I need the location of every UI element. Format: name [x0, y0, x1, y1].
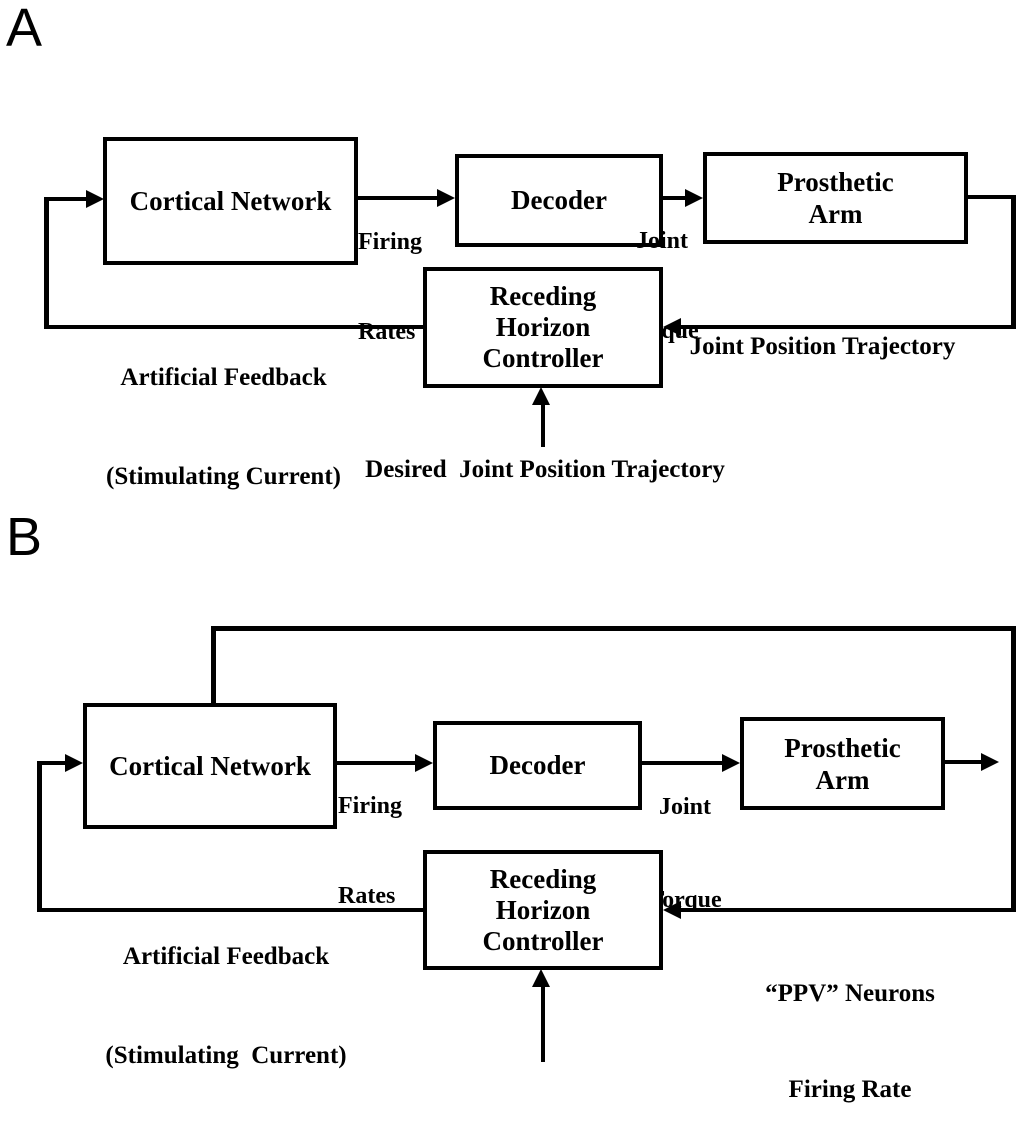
a-return-line — [681, 325, 1016, 329]
b-feedback-bottom-line — [37, 908, 423, 912]
b-decoder-label: Decoder — [489, 750, 586, 780]
b-right-loop-line — [1011, 626, 1016, 912]
b-prosthetic-arm-box: Prosthetic Arm — [740, 717, 945, 810]
a-desired-arrowhead-icon — [532, 387, 550, 405]
b-controller-box: Receding Horizon Controller — [423, 850, 663, 970]
b-firing-rates-label: Firing Rates — [338, 793, 402, 909]
a-cortical-network-box: Cortical Network — [103, 137, 358, 265]
b-feedback-vertical-line — [37, 761, 42, 912]
panel-b-label: B — [6, 507, 43, 567]
b-cortical-network-label: Cortical Network — [109, 750, 311, 781]
a-joint-position-trajectory-label: Joint Position Trajectory — [689, 333, 956, 360]
b-desired-input-line — [541, 985, 545, 1062]
a-decoder-box: Decoder — [455, 154, 663, 247]
a-return-arrowhead-icon — [663, 318, 681, 336]
a-prosthetic-arm-box: Prosthetic Arm — [703, 152, 968, 244]
a-firing-arrow-line — [357, 196, 441, 200]
b-desired-label: Desired “PPV” Neurons Firing Rate — [320, 1066, 770, 1138]
a-feedback-stub-line — [49, 197, 86, 201]
b-feedback-arrowhead-icon — [65, 754, 83, 772]
a-arm-out-line — [968, 195, 1015, 199]
a-right-loop-line — [1011, 195, 1016, 329]
b-arm-output-line — [945, 760, 985, 764]
a-torque-arrow-line — [663, 196, 689, 200]
b-ppv-neurons-label: “PPV” Neurons Firing Rate — [765, 980, 935, 1103]
b-return-line — [681, 908, 1016, 912]
b-desired-arrowhead-icon — [532, 969, 550, 987]
a-firing-rates-label: Firing Rates — [358, 229, 422, 345]
b-feedback-stub-line — [42, 761, 70, 765]
b-firing-arrow-line — [337, 761, 417, 765]
a-feedback-arrowhead-icon — [86, 190, 104, 208]
b-artificial-feedback-label: Artificial Feedback (Stimulating Current… — [105, 943, 347, 1069]
b-torque-arrowhead-icon — [722, 754, 740, 772]
b-firing-arrowhead-icon — [415, 754, 433, 772]
b-top-loop-horizontal-line — [211, 626, 1016, 631]
a-desired-input-line — [541, 403, 545, 447]
panel-a-label: A — [6, 0, 43, 58]
b-arm-output-arrowhead-icon — [981, 753, 999, 771]
b-decoder-box: Decoder — [433, 721, 642, 810]
a-controller-box: Receding Horizon Controller — [423, 267, 663, 388]
a-decoder-label: Decoder — [511, 185, 607, 215]
a-desired-label: Desired Joint Position Trajectory — [365, 456, 725, 483]
b-cortical-network-box: Cortical Network — [83, 703, 337, 829]
a-torque-arrowhead-icon — [685, 189, 703, 207]
a-firing-arrowhead-icon — [437, 189, 455, 207]
a-feedback-vertical-line — [44, 197, 49, 329]
b-return-arrowhead-icon — [663, 901, 681, 919]
b-top-loop-vertical-line — [211, 628, 216, 703]
a-feedback-bottom-line — [44, 325, 423, 329]
b-torque-arrow-line — [642, 761, 724, 765]
a-artificial-feedback-label: Artificial Feedback (Stimulating Current… — [106, 364, 341, 490]
a-cortical-network-label: Cortical Network — [129, 185, 332, 216]
